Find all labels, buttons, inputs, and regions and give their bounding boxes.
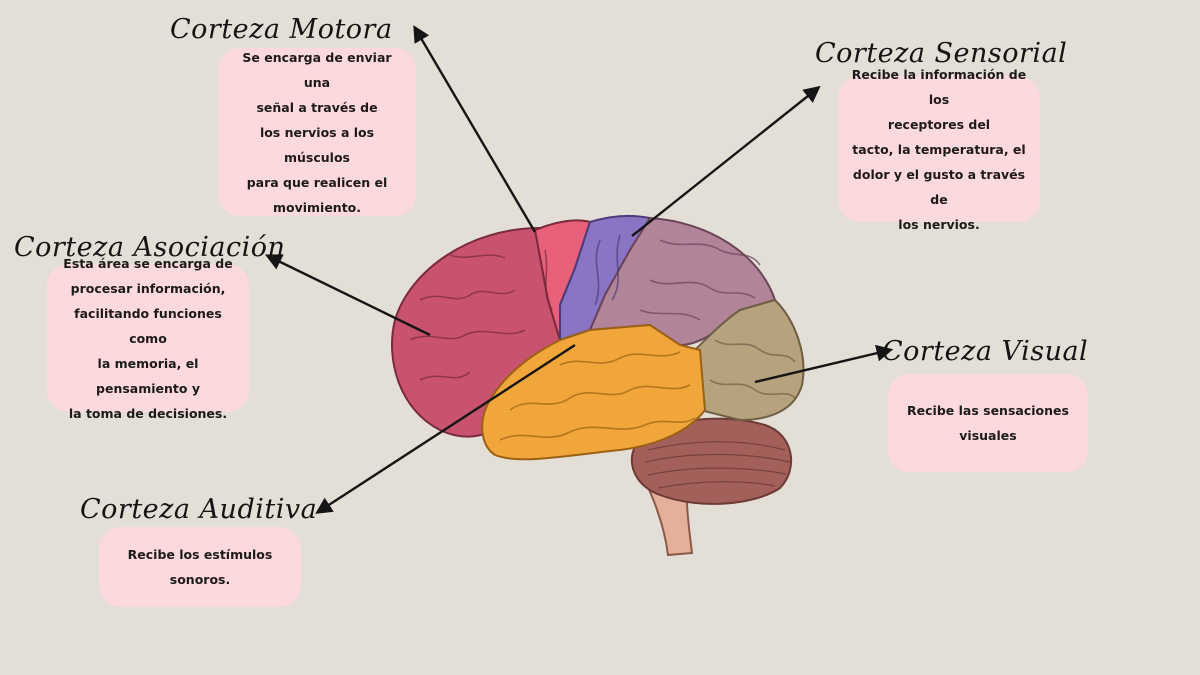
title-corteza-asociacion: Corteza Asociación [14,232,286,263]
arrow-motora [413,25,537,233]
text-corteza-motora: Se encarga de enviar una señal a través … [242,49,392,215]
title-corteza-auditiva: Corteza Auditiva [80,494,318,525]
sensory-cortex [559,214,652,342]
text-corteza-auditiva: Recibe los estímulos sonoros. [127,547,273,587]
box-corteza-motora: Se encarga de enviar una señal a través … [218,48,416,216]
title-corteza-visual: Corteza Visual [882,336,1089,367]
box-corteza-auditiva: Recibe los estímulos sonoros. [99,527,301,607]
box-corteza-asociacion: Esta área se encarga de procesar informa… [47,256,249,421]
box-corteza-sensorial: Recibe la información de los receptores … [838,67,1040,232]
arrow-visual [754,344,894,384]
arrow-sensorial [631,85,821,237]
arrow-asociacion [264,254,431,337]
title-corteza-motora: Corteza Motora [170,14,393,45]
text-corteza-visual: Recibe las sensaciones visuales [907,403,1069,443]
text-corteza-asociacion: Esta área se encarga de procesar informa… [63,255,233,421]
occipital-lobe [693,298,805,422]
title-corteza-sensorial: Corteza Sensorial [815,38,1068,69]
arrow-auditiva [315,343,576,514]
box-corteza-visual: Recibe las sensaciones visuales [888,374,1088,472]
text-corteza-sensorial: Recibe la información de los receptores … [851,66,1027,232]
temporal-lobe [481,323,707,461]
